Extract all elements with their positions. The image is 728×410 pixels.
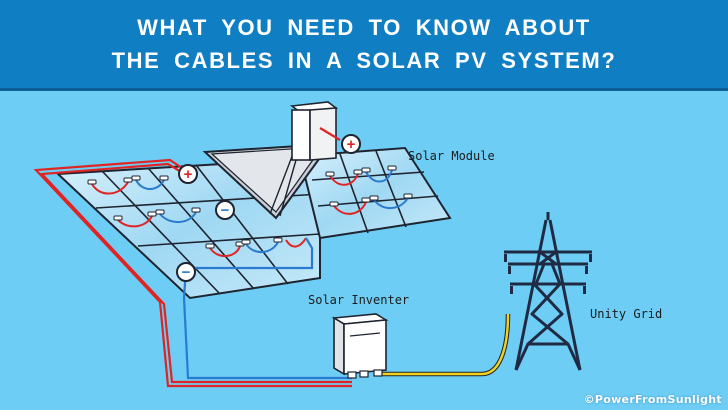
svg-text:+: + (184, 166, 193, 183)
title-banner: WHAT YOU NEED TO KNOW ABOUT THE CABLES I… (0, 0, 728, 88)
plus-symbol-2: + (341, 134, 361, 154)
positive-dc-cable (33, 127, 352, 388)
title-line-2: THE CABLES IN A SOLAR PV SYSTEM? (111, 48, 617, 73)
svg-text:−: − (221, 202, 230, 219)
title-line-1: WHAT YOU NEED TO KNOW ABOUT (137, 15, 591, 40)
module-wiring (91, 169, 409, 257)
tower-insulators (504, 254, 592, 294)
minus-symbol-1: − (215, 200, 235, 220)
solar-inverter (331, 313, 389, 379)
minus-symbol-2: − (176, 262, 196, 282)
plus-symbol-1: + (178, 164, 198, 184)
solar-module-label: Solar Module (408, 149, 495, 163)
module-connectors (87, 165, 413, 249)
negative-dc-cable (182, 237, 352, 380)
ac-cable (382, 313, 511, 377)
utility-grid-label: Unity Grid (590, 307, 662, 321)
copyright-watermark: ©PowerFromSunlight (583, 393, 722, 406)
solar-inverter-label: Solar Inventer (308, 293, 409, 307)
transmission-tower (504, 212, 592, 371)
pv-system-diagram: + − − + Solar Module (33, 101, 662, 388)
svg-text:−: − (182, 264, 191, 281)
junction-box (289, 101, 339, 161)
svg-text:+: + (347, 136, 356, 153)
